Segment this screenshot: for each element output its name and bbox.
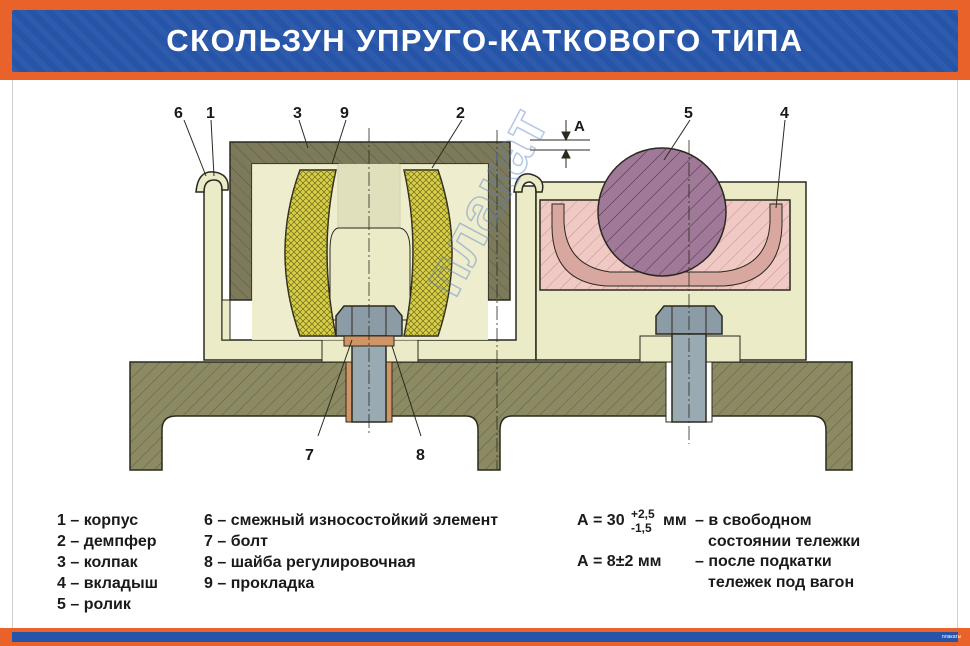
wear-element-hooks xyxy=(195,171,544,193)
dim-row1-desc-2: состоянии тележки xyxy=(708,533,861,550)
legend-item-5: 5 – ролик xyxy=(57,596,131,613)
centre-lines xyxy=(368,128,690,470)
dampers xyxy=(284,169,453,337)
legend-item-4: 4 – вкладыш xyxy=(57,575,158,592)
legend-item-1: 1 – корпус xyxy=(57,512,139,529)
title-bar: СКОЛЬЗУН УПРУГО-КАТКОВОГО ТИПА xyxy=(12,10,958,72)
dim-row2-desc-2: тележек под вагон xyxy=(708,574,855,591)
poster-title: СКОЛЬЗУН УПРУГО-КАТКОВОГО ТИПА xyxy=(166,23,804,58)
legend-mid: 6 – смежный износостойкий элемент 7 – бо… xyxy=(204,510,498,594)
dimension-a-label: А xyxy=(574,118,585,135)
dim-row2-value: А = 8±2 мм xyxy=(577,553,662,570)
dim-row1-tol-upper: +2,5 xyxy=(631,507,655,521)
callout-5: 5 xyxy=(684,105,693,122)
callout-4: 4 xyxy=(780,105,789,122)
callout-7: 7 xyxy=(305,447,314,464)
content-border xyxy=(12,80,958,628)
legend-item-8: 8 – шайба регулировочная xyxy=(204,554,416,571)
diagram: А 6 1 3 9 2 5 4 7 8 плакат xyxy=(129,97,853,471)
legend-item-7: 7 – болт xyxy=(204,533,268,550)
publisher-mark: плакаты xyxy=(942,634,962,640)
dim-row1-unit: мм xyxy=(663,512,687,529)
callout-2: 2 xyxy=(456,105,465,122)
callout-6: 6 xyxy=(174,105,183,122)
legend-item-9: 9 – прокладка xyxy=(204,575,315,592)
leader-lines xyxy=(183,119,786,437)
legend-left: 1 – корпус 2 – демпфер 3 – колпак 4 – вк… xyxy=(57,510,158,615)
dim-row1-prefix: А = 30 xyxy=(577,512,625,529)
dimension-a xyxy=(530,120,590,168)
callout-1: 1 xyxy=(206,105,215,122)
base-plate xyxy=(129,361,853,471)
legend-item-2: 2 – демпфер xyxy=(57,533,157,550)
callout-3: 3 xyxy=(293,105,302,122)
dimension-notes: А = 30 +2,5 -1,5 мм – в свободном состоя… xyxy=(577,508,957,598)
callout-9: 9 xyxy=(340,105,349,122)
dim-row1-desc-1: – в свободном xyxy=(695,512,812,529)
roller xyxy=(597,147,727,277)
legend-item-6: 6 – смежный износостойкий элемент xyxy=(204,512,499,529)
bottom-frame-inner xyxy=(12,632,958,642)
legend-item-3: 3 – колпак xyxy=(57,554,138,571)
dim-row2-desc-1: – после подкатки xyxy=(695,553,832,570)
callout-8: 8 xyxy=(416,447,425,464)
callouts: 6 1 3 9 2 5 4 7 8 xyxy=(174,105,789,464)
dim-row1-tol-lower: -1,5 xyxy=(631,521,652,535)
